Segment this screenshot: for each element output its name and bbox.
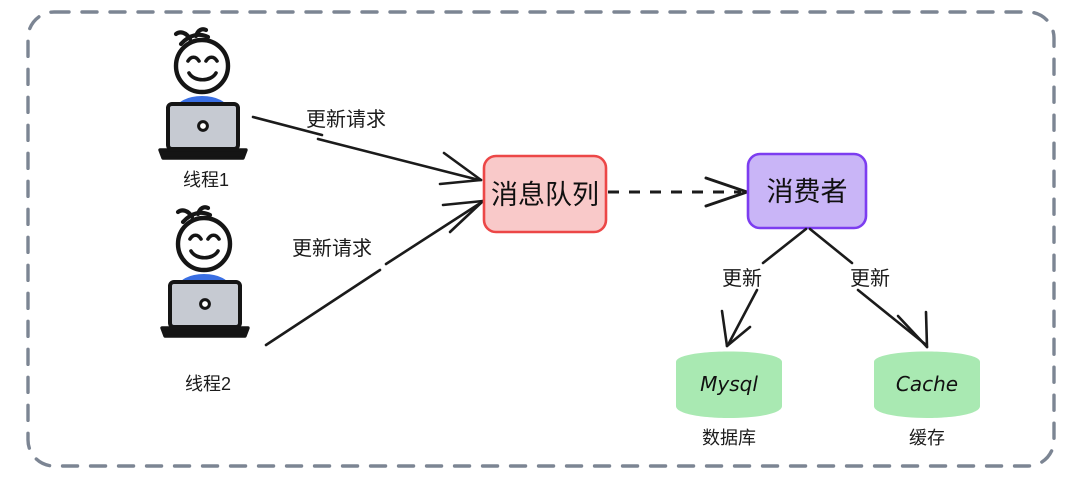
edge-label-consumer-to-cache: 更新 — [850, 267, 890, 290]
store-mysql-cylinder[interactable] — [676, 351, 782, 419]
node-consumer-label: 消费者 — [767, 177, 848, 207]
actor-caption-thread1: 线程1 — [183, 170, 229, 190]
actor-thread2: 线程2 — [160, 205, 250, 394]
edge-thread1-to-queue: 更新请求 — [251, 108, 483, 186]
store-mysql-label: Mysql — [700, 372, 758, 396]
person-with-laptop-icon — [160, 205, 250, 338]
store-mysql[interactable]: Mysql 数据库 — [676, 351, 782, 449]
store-cache[interactable]: Cache 缓存 — [874, 351, 980, 449]
store-cache-caption: 缓存 — [909, 428, 945, 448]
diagram-frame — [26, 10, 1056, 468]
store-cache-label: Cache — [896, 372, 958, 396]
actor-thread1: 线程1 — [158, 27, 248, 190]
store-cache-cylinder[interactable] — [874, 351, 980, 419]
node-consumer-shape[interactable] — [746, 152, 868, 230]
edge-consumer-to-mysql: 更新 — [720, 227, 808, 348]
edge-queue-to-consumer — [608, 176, 749, 208]
actor-caption-thread2: 线程2 — [185, 374, 231, 394]
node-message-queue-label: 消息队列 — [491, 180, 599, 210]
person-with-laptop-icon — [158, 27, 248, 160]
edge-label-thread2-to-queue: 更新请求 — [292, 237, 372, 260]
node-message-queue-shape[interactable] — [482, 154, 608, 234]
edge-label-consumer-to-mysql: 更新 — [722, 267, 762, 290]
node-consumer[interactable]: 消费者 — [746, 152, 868, 230]
store-mysql-caption: 数据库 — [702, 428, 756, 448]
edge-thread2-to-queue: 更新请求 — [264, 199, 485, 347]
edge-label-thread1-to-queue: 更新请求 — [306, 108, 386, 131]
edge-consumer-to-cache: 更新 — [808, 227, 929, 349]
node-message-queue[interactable]: 消息队列 — [482, 154, 608, 234]
